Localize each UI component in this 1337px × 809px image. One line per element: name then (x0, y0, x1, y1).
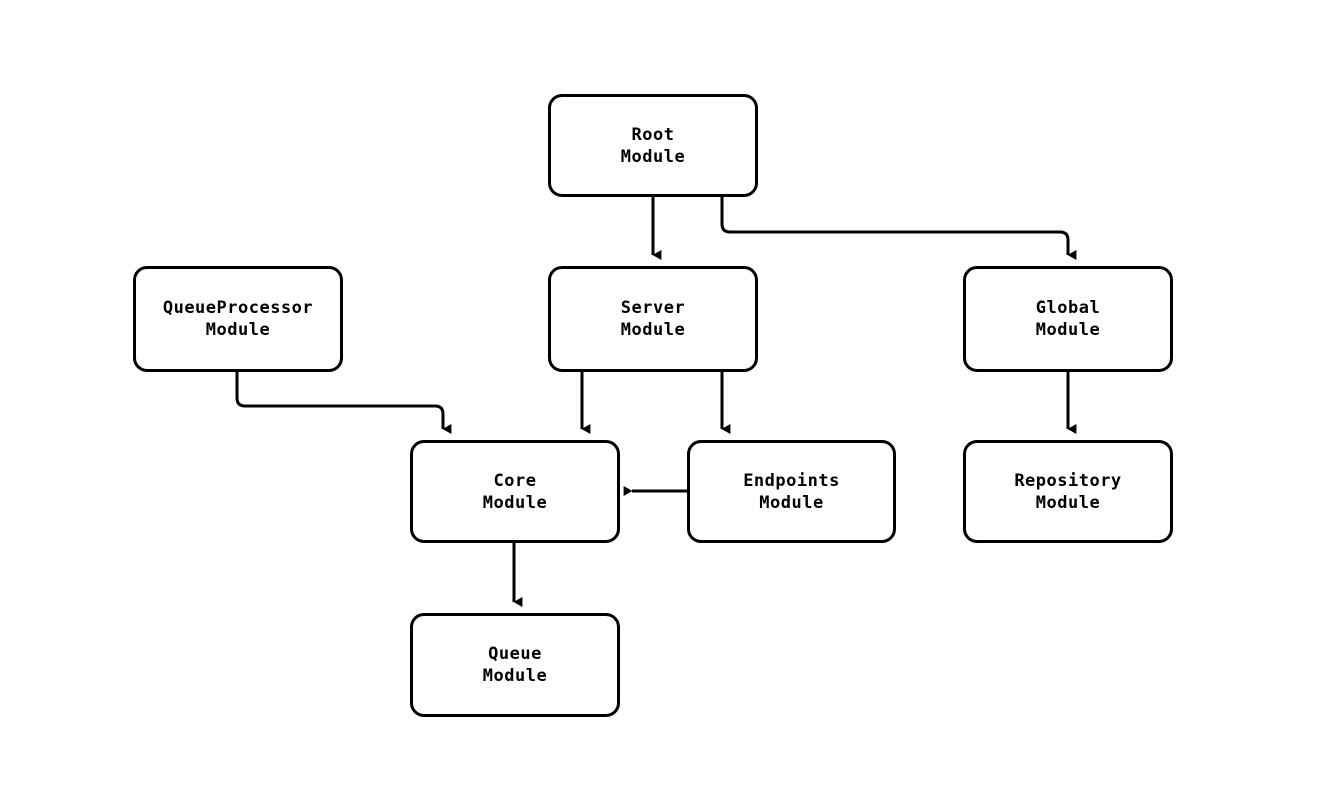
node-queueprocessor-module-name: QueueProcessor (162, 298, 314, 318)
edge-queueprocessor-to-core (235, 372, 452, 434)
node-core-module-kind: Module (482, 492, 548, 513)
node-endpoints-module[interactable]: Endpoints Module (687, 440, 896, 543)
node-repository-module-name: Repository (1014, 470, 1122, 491)
node-queue-module-kind: Module (482, 666, 548, 686)
node-global-module-kind: Module (1035, 320, 1101, 340)
node-core-module-name: Core (493, 470, 537, 491)
node-endpoints-module-kind: Module (759, 492, 824, 513)
node-server-module-name: Server (620, 298, 686, 318)
node-server-module-kind: Module (620, 320, 686, 340)
node-queueprocessor-module[interactable]: QueueProcessor Module (133, 266, 343, 372)
node-queue-module[interactable]: Queue Module (410, 613, 620, 717)
node-core-module[interactable]: Core Module (410, 440, 620, 543)
node-global-module[interactable]: Global Module (963, 266, 1173, 372)
node-repository-module-kind: Module (1035, 492, 1101, 513)
node-endpoints-module-name: Endpoints (743, 470, 840, 491)
node-repository-module[interactable]: Repository Module (963, 440, 1173, 543)
edges-group (235, 197, 1077, 607)
node-root-module[interactable]: Root Module (548, 94, 758, 197)
node-root-module-name: Root (631, 124, 675, 145)
node-server-module[interactable]: Server Module (548, 266, 758, 372)
node-queueprocessor-module-kind: Module (205, 320, 271, 340)
node-queue-module-name: Queue (488, 644, 542, 664)
edge-root-to-global (720, 197, 1077, 260)
node-global-module-name: Global (1035, 298, 1101, 318)
node-root-module-kind: Module (620, 146, 686, 167)
